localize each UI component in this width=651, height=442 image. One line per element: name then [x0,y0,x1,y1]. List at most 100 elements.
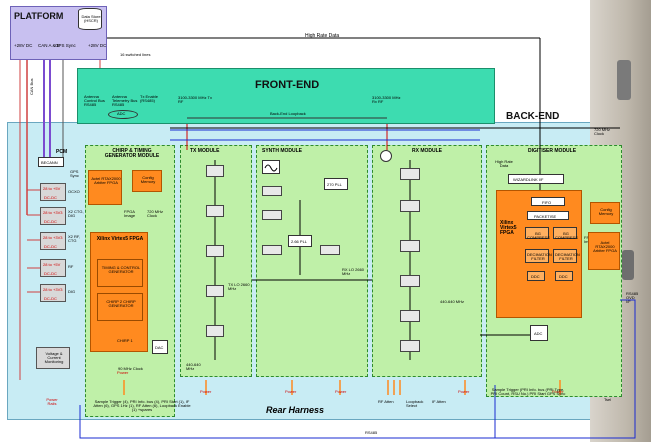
adc-right-label: ADC [534,332,542,336]
data-store-label: Data Store (HSCR) [80,15,102,23]
dc-dc-voltage: 28 to +5V [43,187,65,191]
backend-title: BACK-END [506,112,559,122]
becann-box: BECANN [38,157,64,167]
tx-amp-2 [206,205,224,217]
gps-sync-label: GPS Sync [70,170,82,178]
power-rails-label: Power Rails [44,398,60,406]
rx-freq-label: 440-640 MHz [440,300,464,304]
xilinx-left-label: Xilinx Virtex5 FPGA [94,237,146,242]
compress-label: BG COMPRESS [555,232,577,240]
wizardlink-label: WIZARDLINK I/F [513,178,543,182]
adc-right-box: ADC [530,325,548,341]
dc-dc-1: 28 to +5V DC-DC [40,183,66,201]
compress-label: BG COMPRESS [527,232,549,240]
compress-box-1: BG COMPRESS [525,227,549,239]
tx-module-title: TX MODULE [190,149,219,154]
chirp1-label: CHIRP 1 [117,339,133,343]
config-memory-left-label: Config Memory [135,176,161,184]
rx-module-title: RX MODULE [412,149,442,154]
synth-block-4 [320,245,340,255]
voltage-monitor-label: Voltage & Current Monitoring [39,352,69,364]
dc-dc-4: 28 to +5V DC-DC [40,259,66,277]
tx-lo-label: TX LO 2660 MHz [228,283,250,291]
fifo-box: FIFO [531,197,565,206]
fifo-label: FIFO [542,201,551,205]
xilinx-right-label: Xilinx Virtex5 FPGA [500,221,522,236]
dc-dc-load: RF [68,265,73,269]
platform-28v-left: +28V DC [14,44,32,49]
rx-mixer [400,240,420,252]
rx-amp-5 [400,340,420,352]
rx-amp-2 [400,200,420,212]
dac-label: DAC [155,346,163,350]
ddc-box-1: DDC [527,271,545,281]
becann-label: BECANN [41,161,58,165]
packetise-label: PACKETISE [534,215,556,219]
power-label-2: Power [200,390,211,394]
high-rate-data-digitiser: High Rate Data [492,160,516,168]
xilinx-right-fpga: Xilinx Virtex5 FPGA FIFO PACKETISE BG CO… [496,190,582,318]
if-atten-label: IF Atten [432,400,446,404]
digitiser-module-title: DIGITISER MODULE [528,149,576,154]
power-label-4: Power [335,390,346,394]
platform-gps-label: GPS Sync [55,44,76,49]
rs485-odd-label: RS485 OVD I/F [626,292,638,304]
dc-dc-voltage: 28 to +3V3 [43,288,65,292]
tx-enable-label: Tx Enable (RS485) [140,95,162,103]
synth-oscillator [262,160,280,174]
tx-mixer [206,285,224,297]
dc-dc-voltage: 28 to +3V3 [43,236,65,240]
dc-dc-2: 28 to +3V3 DC-DC [40,207,66,225]
power-label-3: Power [285,390,296,394]
dc-dc-caption: DC-DC [44,196,57,200]
dc-dc-caption: DC-DC [44,245,57,249]
tsel-label: Tsel [604,398,611,402]
config-memory-right-label: Config Memory [593,208,619,216]
bottom-notes-left: Sample Trigger (4), PRI Info. bus (4), P… [92,400,192,412]
pll-2-box: 270 PLL [324,178,348,190]
bottom-notes-right: Sample Trigger (PRI Info. bus (PRI Type,… [488,388,568,396]
dc-dc-load: OCXO [68,190,80,194]
config-memory-left: Config Memory [132,170,162,192]
pll-1-label: 2.66 PLL [291,240,307,244]
decimation-box-1: DECIMATION FILTER [525,249,549,263]
frontend-title: FRONT-END [255,80,319,91]
actel-left-label: Actel RTAX2000 Arbiter FPGA [91,177,121,185]
dc-dc-3: 28 to +3V3 DC-DC [40,232,66,250]
antenna-telemetry-bus-label: Antenna Telemetry Bus RS485 [112,95,138,107]
decimation-box-2: DECIMATION FILTER [553,249,577,263]
power-label-1: Power [117,371,128,375]
actel-right-fpga: Actel RTAX2000 Arbiter FPGA [588,232,620,270]
ddc-label: DDC [531,275,540,279]
actel-right-label: Actel RTAX2000 Arbiter FPGA [591,241,619,253]
timing-control-box: TIMING & CONTROL GENERATOR [97,259,143,287]
clock-720-left: 720 MHz Clock [147,210,167,218]
antenna-control-bus-label: Antenna Control Bus RS485 [84,95,110,107]
rx-amp-4 [400,310,420,322]
fpga-image-left-label: FPGA Image [124,210,140,218]
rs485-bottom-label: RS485 [365,431,377,435]
config-memory-right: Config Memory [590,202,620,224]
synth-block-2 [262,210,282,220]
pll-2-label: 270 PLL [327,183,342,187]
tx-amp-3 [206,325,224,337]
data-store-box: Data Store (HSCR) [78,8,102,30]
tx-rf-label: 3100-3300 MHz Tx RF [178,96,212,104]
dc-dc-voltage: 28 to +5V [43,263,65,267]
rx-amp-3 [400,275,420,287]
dc-dc-caption: DC-DC [44,220,57,224]
rx-amp-1 [400,168,420,180]
dac-box: DAC [152,340,168,354]
dc-dc-load: X2 CTG, DIG [68,210,84,218]
chirp-gen-box: CHIRP 2 CHIRP GENERATOR [97,293,143,321]
ddc-label: DDC [559,275,568,279]
decimation-label: DECIMATION FILTER [555,253,577,261]
wizardlink-box: WIZARDLINK I/F [508,174,564,184]
clock-720-label: 720 MHz Clock [594,128,618,136]
rx-lo-label: RX LO 2660 MHz [342,268,368,276]
timing-control-label: TIMING & CONTROL GENERATOR [100,266,142,274]
tx-freq-label: 440-640 MHz [186,363,202,371]
pll-1-box: 2.66 PLL [288,235,312,247]
actel-left-fpga: Actel RTAX2000 Arbiter FPGA [88,170,122,205]
xilinx-left-fpga: Xilinx Virtex5 FPGA TIMING & CONTROL GEN… [90,232,148,352]
